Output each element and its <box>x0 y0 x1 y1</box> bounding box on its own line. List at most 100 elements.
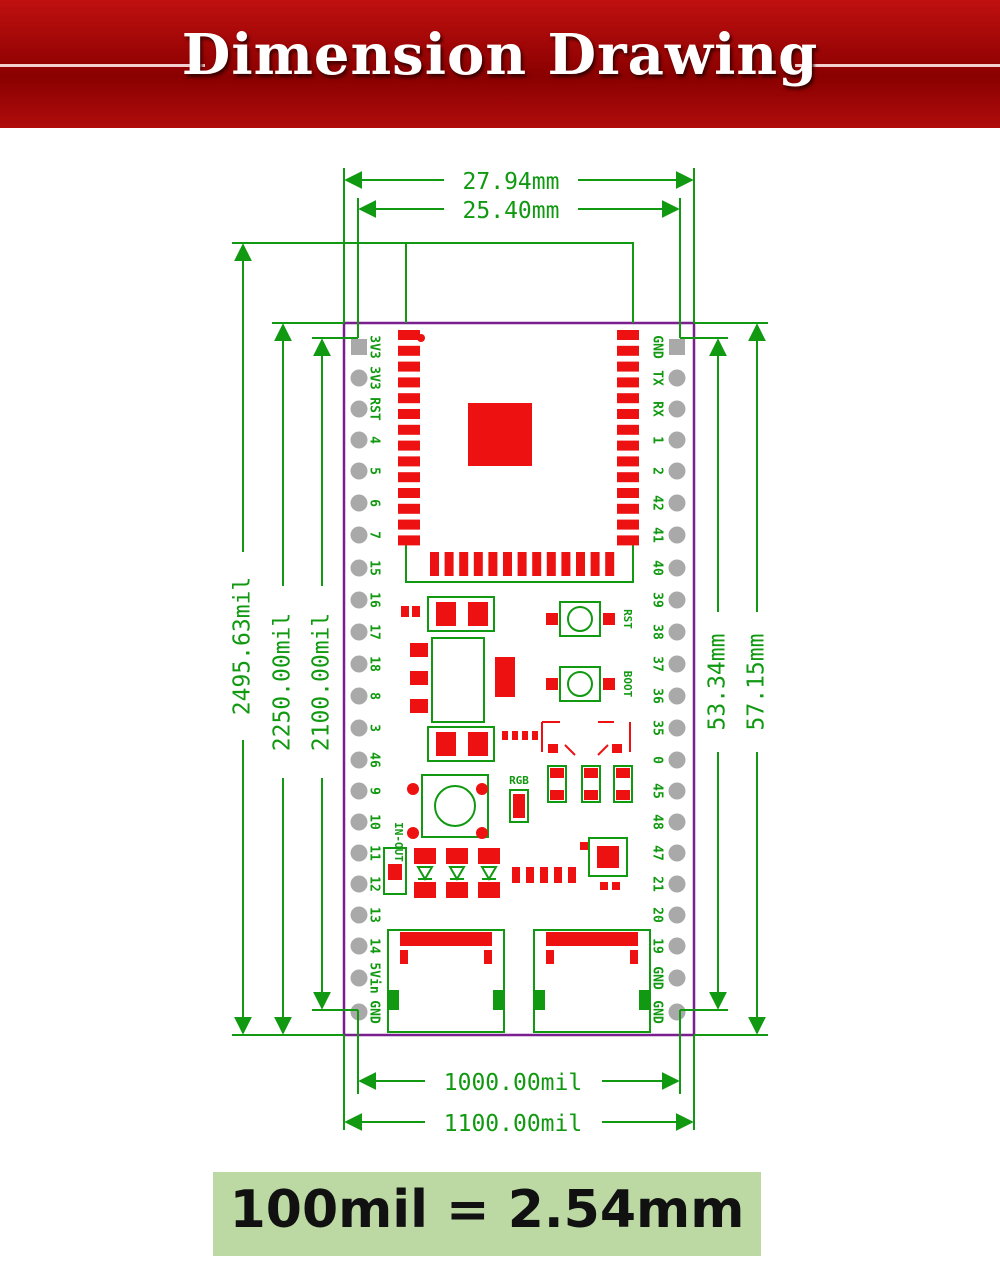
pin-label-right-17: 47 <box>650 845 665 861</box>
pin-label-left-4: 4 <box>367 436 382 444</box>
header-pin-left-2 <box>350 369 368 387</box>
header-rule-right <box>795 64 1000 67</box>
module-pad-right-6 <box>617 409 639 419</box>
header-pin-right-7 <box>668 526 686 544</box>
pin-label-left-3: RST <box>367 397 382 421</box>
header-pin-right-14 <box>668 751 686 769</box>
header-pin-right-21 <box>668 969 686 987</box>
module-pad-bottom-6 <box>503 552 512 576</box>
module-pad-bottom-9 <box>546 552 556 576</box>
pin-label-right-13: 35 <box>650 720 665 736</box>
dimension-lines <box>232 168 768 1131</box>
pin-label-right-9: 39 <box>650 592 665 608</box>
header-pin-left-15 <box>350 782 368 800</box>
pin-label-left-12: 8 <box>367 692 382 700</box>
pin-label-right-5: 2 <box>650 467 665 475</box>
header-pin-right-20 <box>668 937 686 955</box>
pin-label-left-10: 17 <box>367 624 382 640</box>
pin-label-right-21: GND <box>650 966 665 990</box>
pin-label-left-14: 46 <box>367 752 382 768</box>
header-pin-right-22 <box>668 1003 686 1021</box>
pin-label-left-13: 3 <box>367 724 382 732</box>
page-title: Dimension Drawing <box>181 22 819 88</box>
pin-label-right-14: 0 <box>650 756 665 764</box>
module-pad-bottom-1 <box>430 552 439 576</box>
dim-bottom-inner: 1000.00mil <box>444 1070 582 1096</box>
pin1-marker <box>417 334 425 342</box>
module-pad-bottom-2 <box>444 552 454 576</box>
header-pin-right-13 <box>668 719 686 737</box>
pin-label-right-6: 42 <box>650 495 665 511</box>
pin-label-left-20: 14 <box>367 938 382 954</box>
pin-label-left-16: 10 <box>367 814 382 830</box>
module-pad-right-11 <box>617 488 639 498</box>
rgb-label: RGB <box>509 774 529 787</box>
header-pin-right-16 <box>668 813 686 831</box>
header-pin-left-3 <box>350 400 368 418</box>
header-pin-left-19 <box>350 906 368 924</box>
module-pad-left-6 <box>398 409 420 419</box>
header-pin-left-12 <box>350 687 368 705</box>
dim-left-inner: 2100.00mil <box>309 613 335 751</box>
header-pin-right-15 <box>668 782 686 800</box>
header-pin-left-9 <box>350 591 368 609</box>
module-pad-right-13 <box>617 519 639 530</box>
pin-label-right-20: 19 <box>650 938 665 954</box>
module-pad-left-12 <box>398 503 420 514</box>
pin-label-left-22: GND <box>367 1000 382 1024</box>
module-pad-left-13 <box>398 519 420 530</box>
header-pin-left-14 <box>350 751 368 769</box>
pin-label-right-10: 38 <box>650 624 665 640</box>
module-pad-right-7 <box>617 424 639 435</box>
board-components <box>383 596 651 1033</box>
pin-label-right-11: 37 <box>650 656 665 672</box>
pin-label-right-16: 48 <box>650 814 665 830</box>
dim-bottom-outer: 1100.00mil <box>444 1111 582 1137</box>
module-pad-left-7 <box>398 424 420 435</box>
header-pin-left-13 <box>350 719 368 737</box>
header-pin-right-4 <box>668 431 686 449</box>
module-pad-left-14 <box>398 535 420 546</box>
module-pad-bottom-7 <box>517 552 527 576</box>
dim-right-inner: 53.34mm <box>705 634 731 731</box>
module-pad-bottom-13 <box>605 552 615 576</box>
module-pad-right-14 <box>617 535 639 546</box>
module-thermal-pad <box>468 403 532 466</box>
board-outline <box>342 321 696 1037</box>
pin-label-right-15: 45 <box>650 783 665 799</box>
dim-left-outer: 2495.63mil <box>230 577 256 715</box>
pin-labels-right: GND TX RX 1 2 42 41 40 39 38 37 36 35 0 … <box>650 335 665 1024</box>
module-pad-left-10 <box>398 472 420 483</box>
pin-label-left-2: 3V3 <box>367 366 382 389</box>
module-pad-left-4 <box>398 377 420 388</box>
conversion-note: 100mil = 2.54mm <box>229 1180 745 1240</box>
module-pad-left-8 <box>398 440 420 451</box>
header-pin-left-18 <box>350 875 368 893</box>
pin-label-left-18: 12 <box>367 876 382 892</box>
header-pin-left-17 <box>350 844 368 862</box>
pin-label-right-2: TX <box>650 370 665 386</box>
pin-label-left-8: 15 <box>367 560 382 576</box>
module-pad-right-1 <box>617 330 639 340</box>
pin-label-right-19: 20 <box>650 907 665 923</box>
pin-label-left-1: 3V3 <box>367 335 382 358</box>
pin-label-left-9: 16 <box>367 592 382 608</box>
pin-labels-left: 3V3 3V3 RST 4 5 6 7 15 16 17 18 8 3 46 9… <box>367 335 382 1024</box>
dim-top-outer: 27.94mm <box>463 169 560 195</box>
module-pad-bottom-5 <box>488 552 498 576</box>
pin-label-left-6: 6 <box>367 499 382 507</box>
header-pin-right-2 <box>668 369 686 387</box>
module-pad-bottom-10 <box>561 552 571 576</box>
header-banner: Dimension Drawing <box>0 0 1000 128</box>
module-pad-left-2 <box>398 345 420 356</box>
pin-label-left-11: 18 <box>367 656 382 672</box>
header-pin-right-6 <box>668 494 686 512</box>
dimension-drawing: 3V3 3V3 RST 4 5 6 7 15 16 17 18 8 3 46 9… <box>230 168 770 1137</box>
header-pin-left-11 <box>350 655 368 673</box>
module-pad-bottom-8 <box>532 552 542 576</box>
module-pad-right-3 <box>617 361 639 372</box>
header-pin-right-1 <box>669 339 685 355</box>
header-pin-right-18 <box>668 875 686 893</box>
boot-label: BOOT <box>621 671 634 698</box>
header-pin-right-10 <box>668 623 686 641</box>
